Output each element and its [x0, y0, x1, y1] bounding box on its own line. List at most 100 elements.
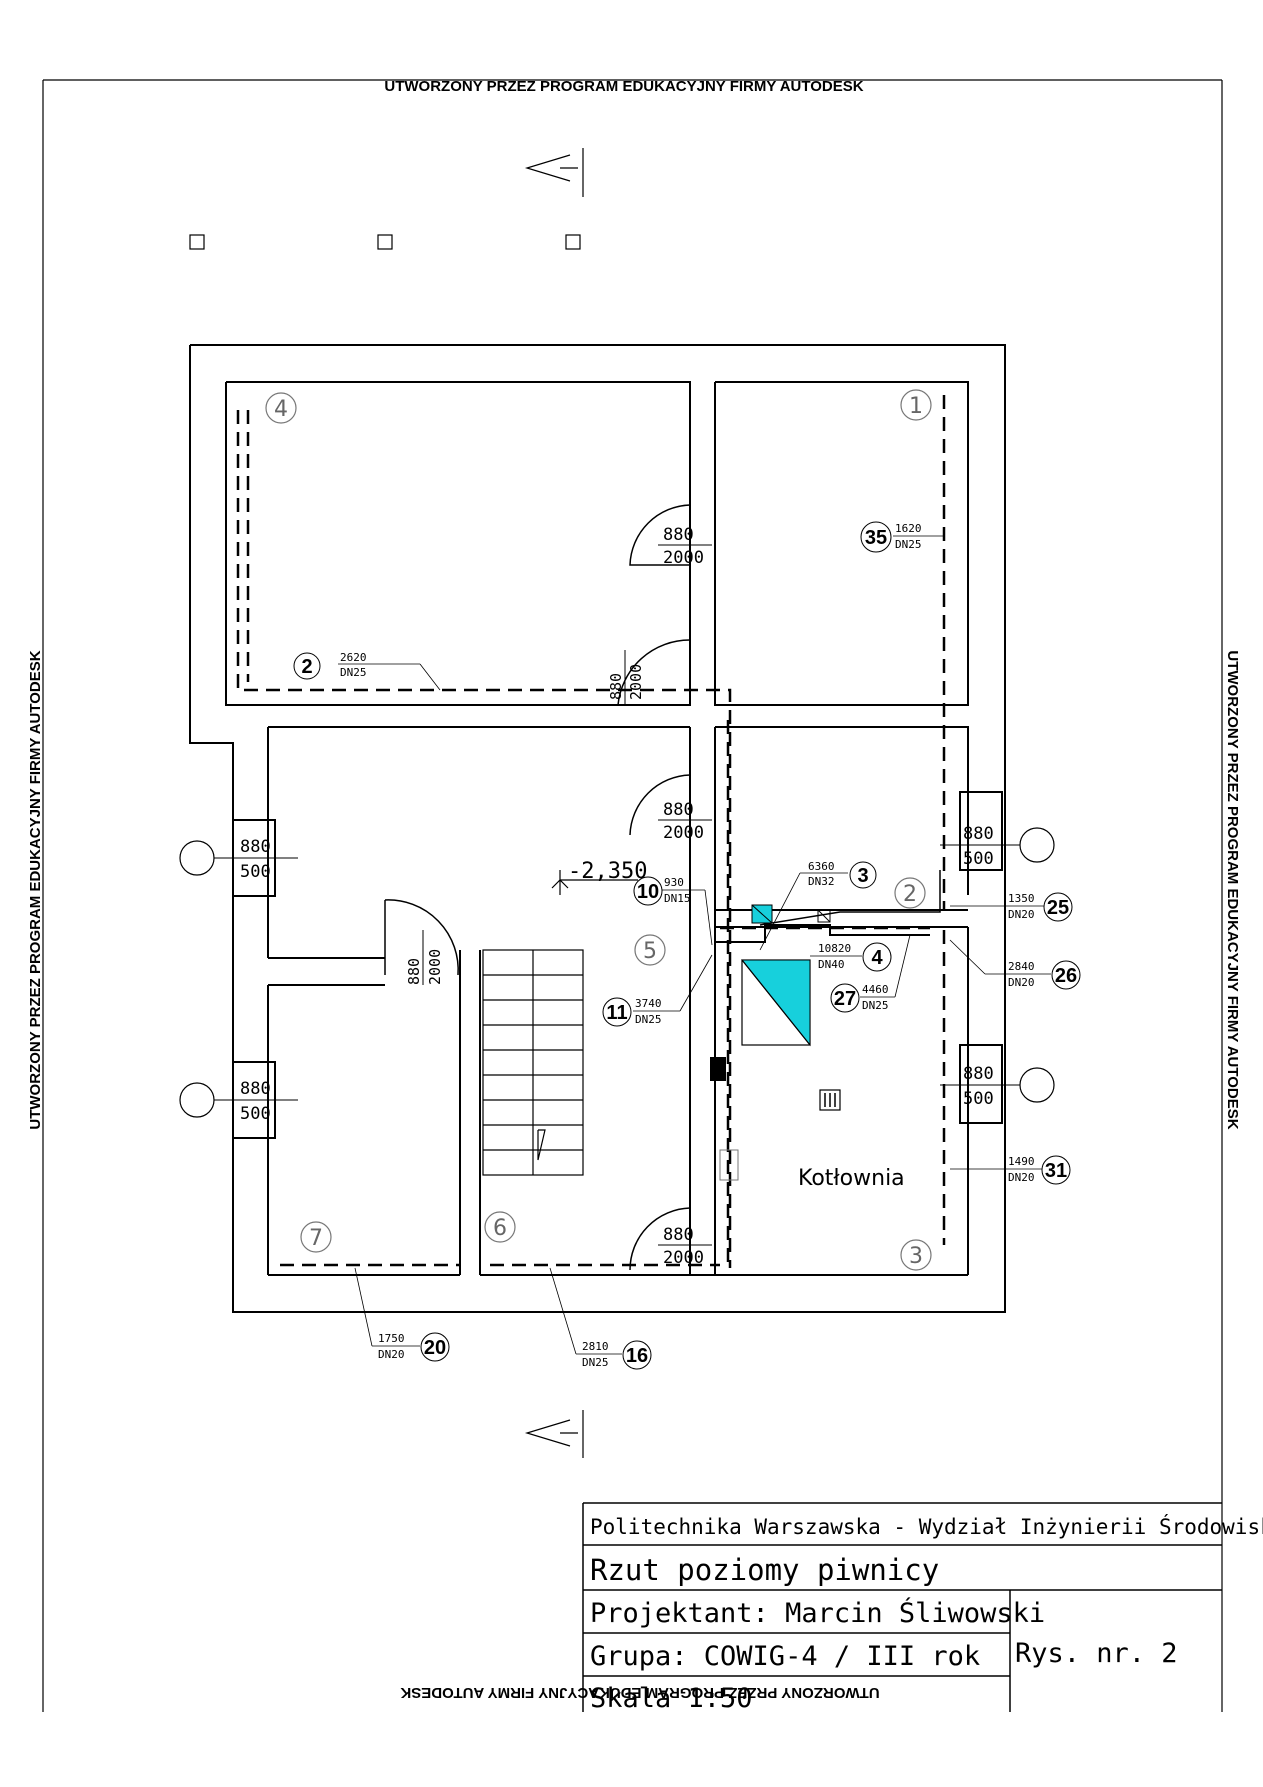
- pipe-diameter: DN20: [1008, 1171, 1035, 1184]
- window-width: 880: [963, 824, 994, 844]
- door-height: 2000: [426, 949, 444, 985]
- window-height: 500: [240, 862, 271, 882]
- reference-squares: [189, 234, 581, 250]
- door-height: 2000: [663, 548, 704, 568]
- pipe-label-10: 10 930 DN15: [633, 876, 713, 946]
- window-width: 880: [240, 1079, 271, 1099]
- pipe-diameter: DN40: [818, 958, 845, 971]
- section-marker-top: [524, 148, 584, 197]
- title-group: Grupa: COWIG-4 / III rok: [590, 1641, 980, 1672]
- watermark-right: UTWORZONY PRZEZ PROGRAM EDUKACYJNY FIRMY…: [1224, 650, 1241, 1129]
- door-swings: [384, 504, 691, 1271]
- radiator-7: 7: [309, 1226, 323, 1251]
- title-drawing-name: Rzut poziomy piwnicy: [590, 1553, 939, 1587]
- pipe-label-11: 11 3740 DN25: [602, 954, 713, 1027]
- pipe-diameter: DN25: [895, 538, 922, 551]
- radiator-6: 6: [493, 1216, 507, 1241]
- pipe-label-16: 16 2810 DN25: [549, 1267, 652, 1370]
- level-mark: -2,350: [551, 859, 647, 895]
- room-label-boiler-room: Kotłownia: [798, 1166, 905, 1191]
- pipe-diameter: DN20: [1008, 976, 1035, 989]
- pipe-length: 1350: [1008, 892, 1035, 905]
- door-width: 880: [663, 1225, 694, 1245]
- pipe-diameter: DN20: [378, 1348, 405, 1361]
- pipe-id: 26: [1055, 965, 1077, 987]
- boiler: [710, 904, 841, 1181]
- title-scale: Skala 1:50: [590, 1683, 753, 1714]
- title-designer: Projektant: Marcin Śliwowski: [590, 1597, 1045, 1629]
- pipe-label-20: 20 1750 DN20: [354, 1267, 450, 1362]
- radiator-4: 4: [274, 397, 288, 422]
- pipe-label-35: 35 1620 DN25: [860, 521, 944, 553]
- radiator-markers: [265, 389, 932, 1271]
- door-dimension-5: 880 2000: [658, 1225, 712, 1268]
- pipe-label-2: 2 2620 DN25: [293, 651, 441, 691]
- pipe-id: 4: [871, 947, 883, 969]
- pipe-length: 4460: [862, 983, 889, 996]
- section-marker-bottom: [524, 1410, 584, 1458]
- pipe-id: 31: [1045, 1160, 1067, 1182]
- title-university: Politechnika Warszawska - Wydział Inżyni…: [590, 1514, 1263, 1539]
- window-right-lower: 880 500: [940, 1064, 1055, 1109]
- pipe-label-26: 26 2840 DN20: [949, 939, 1081, 990]
- window-height: 500: [963, 849, 994, 869]
- radiator-2: 2: [903, 882, 917, 907]
- pipe-length: 2840: [1008, 960, 1035, 973]
- watermark-bottom: UTWORZONY PRZEZ PROGRAM EDUKACYJNY FIRMY…: [400, 1684, 879, 1701]
- pipe-label-31: 31 1490 DN20: [950, 1155, 1071, 1185]
- pipe-diameter: DN32: [808, 875, 835, 888]
- pipe-diameter: DN25: [862, 999, 889, 1012]
- pipe-id: 25: [1047, 897, 1069, 919]
- door-width: 880: [663, 800, 694, 820]
- pipe-length: 10820: [818, 942, 851, 955]
- window-height: 500: [963, 1089, 994, 1109]
- radiator-1: 1: [909, 394, 923, 419]
- pipe-id: 27: [834, 988, 856, 1010]
- radiator-5: 5: [643, 939, 657, 964]
- pipe-id: 10: [637, 881, 659, 903]
- radiator-3: 3: [909, 1244, 923, 1269]
- pipe-diameter: DN25: [635, 1013, 662, 1026]
- window-right-upper: 880 500: [940, 824, 1055, 869]
- pipe-id: 20: [424, 1337, 446, 1359]
- pipe-diameter: DN15: [664, 892, 691, 905]
- sheet-frame: [42, 79, 1223, 1712]
- pipe-length: 3740: [635, 997, 662, 1010]
- heating-pipes: [236, 395, 946, 1268]
- pipe-diameter: DN25: [582, 1356, 609, 1369]
- door-width: 880: [663, 525, 694, 545]
- pipe-length: 6360: [808, 860, 835, 873]
- pipe-length: 2810: [582, 1340, 609, 1353]
- title-drawing-number: Rys. nr. 2: [1015, 1638, 1178, 1669]
- door-dimension-1: 880 2000: [658, 525, 712, 568]
- watermark-left: UTWORZONY PRZEZ PROGRAM EDUKACYJNY FIRMY…: [27, 650, 44, 1129]
- door-height: 2000: [663, 1248, 704, 1268]
- door-height: 2000: [627, 664, 645, 700]
- window-left-upper: 880 500: [179, 837, 298, 882]
- window-width: 880: [240, 837, 271, 857]
- pipe-diameter: DN20: [1008, 908, 1035, 921]
- door-dimension-3: 880 2000: [658, 800, 712, 843]
- title-block: [582, 1502, 1222, 1712]
- door-dimension-4: 880 2000: [405, 930, 444, 985]
- pipe-id: 11: [606, 1002, 627, 1024]
- pipe-label-27: 27 4460 DN25: [830, 934, 911, 1013]
- pipe-length: 1490: [1008, 1155, 1035, 1168]
- pipe-label-25: 25 1350 DN20: [950, 892, 1073, 922]
- staircase: [482, 949, 584, 1176]
- pipe-length: 1620: [895, 522, 922, 535]
- pipe-id: 16: [626, 1345, 648, 1367]
- level-mark-text: -2,350: [568, 859, 647, 884]
- door-height: 2000: [663, 823, 704, 843]
- pipe-label-3: 3 6360 DN32: [759, 860, 877, 951]
- door-width: 880: [607, 673, 625, 700]
- pipe-id: 3: [857, 865, 868, 887]
- window-height: 500: [240, 1104, 271, 1124]
- pipe-length: 2620: [340, 651, 367, 664]
- pipe-length: 1750: [378, 1332, 405, 1345]
- pipe-length: 930: [664, 876, 684, 889]
- pipe-diameter: DN25: [340, 666, 367, 679]
- window-width: 880: [963, 1064, 994, 1084]
- pipe-id: 35: [865, 527, 887, 549]
